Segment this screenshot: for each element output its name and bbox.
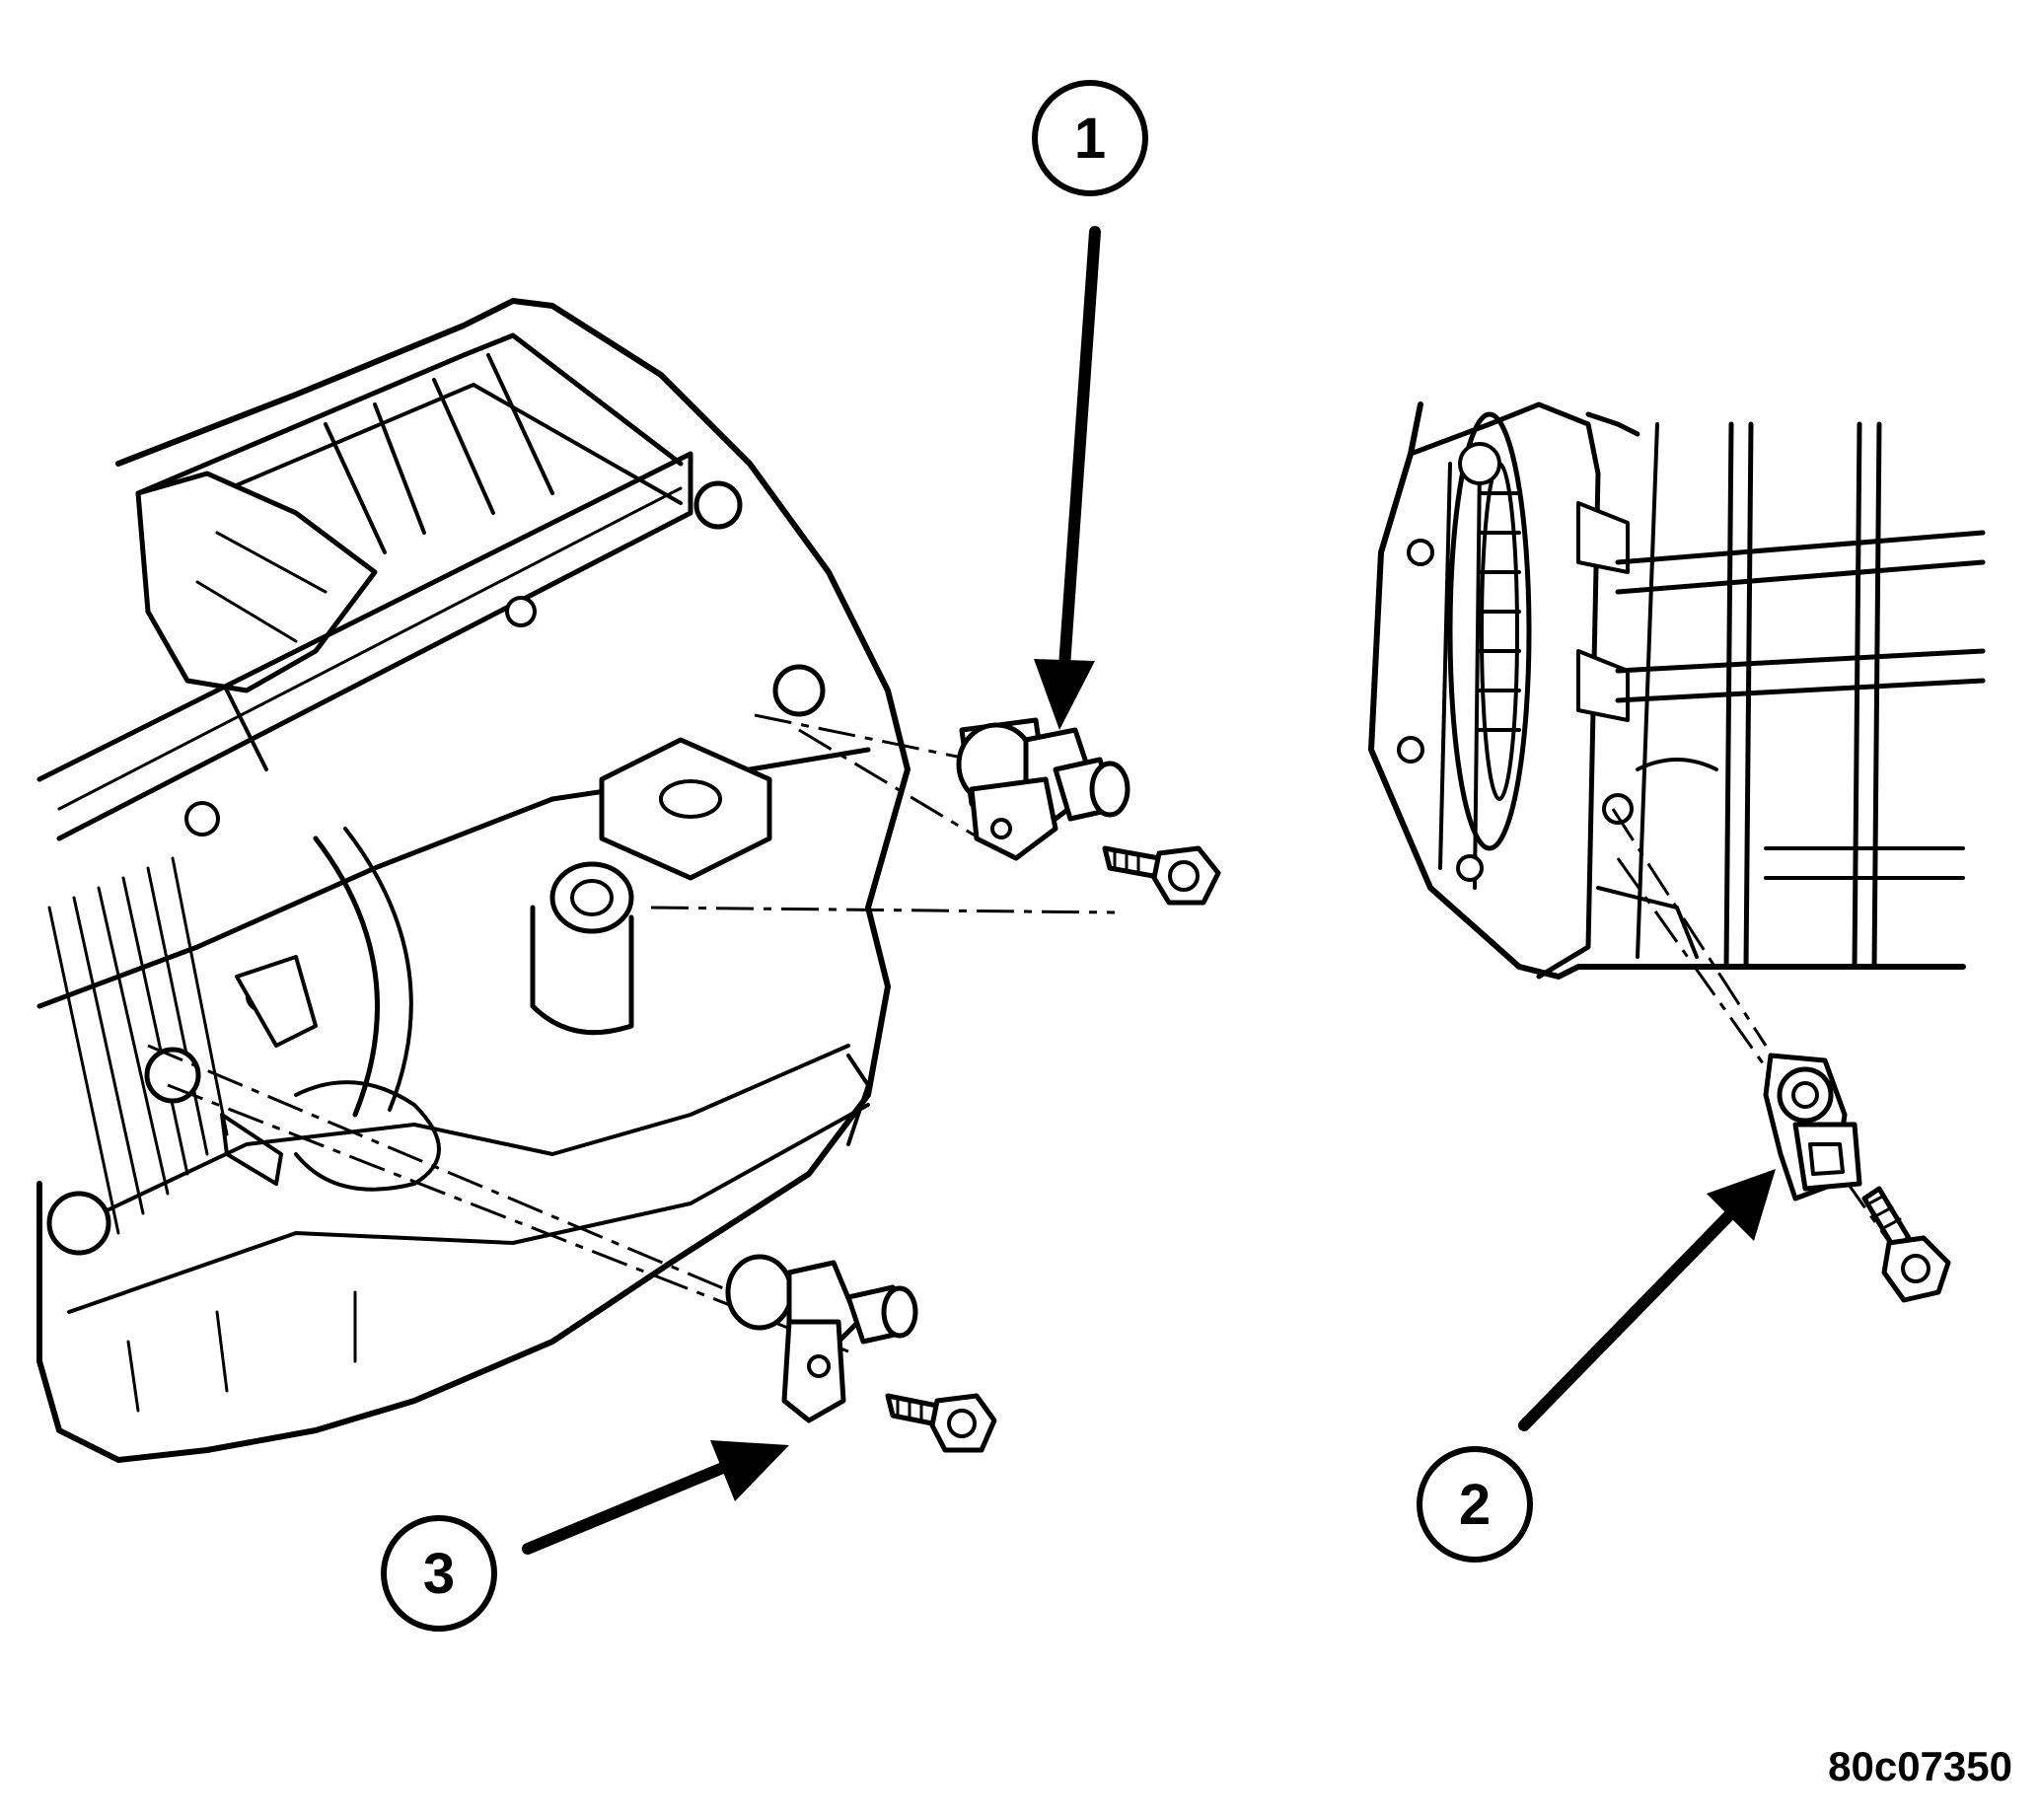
- output-speed-sensor: [956, 717, 1130, 861]
- sensor-2-bolt: [1861, 1186, 1951, 1303]
- callout-3-label: 3: [423, 1542, 455, 1606]
- callout-2: 2: [1417, 1446, 1533, 1563]
- arrowhead-2: [1707, 1169, 1776, 1241]
- callout-1-label: 1: [1074, 107, 1106, 171]
- transfer-case-speed-sensor: [1763, 1053, 1862, 1201]
- sensor-1-bolt: [1102, 845, 1221, 906]
- arrowhead-1: [1034, 659, 1095, 730]
- sensor-3-bolt: [885, 1393, 997, 1453]
- figure-id: 80c07350: [1828, 1743, 2012, 1789]
- transmission-side-illustration: [1368, 401, 1986, 980]
- callout-arrows: [522, 226, 1776, 1555]
- arrowhead-3: [710, 1440, 789, 1501]
- callout-2-label: 2: [1459, 1473, 1491, 1537]
- input-speed-sensor: [725, 1254, 918, 1423]
- callout-3: 3: [381, 1515, 497, 1632]
- transmission-case-illustration: [36, 298, 911, 1463]
- callout-1: 1: [1032, 80, 1148, 196]
